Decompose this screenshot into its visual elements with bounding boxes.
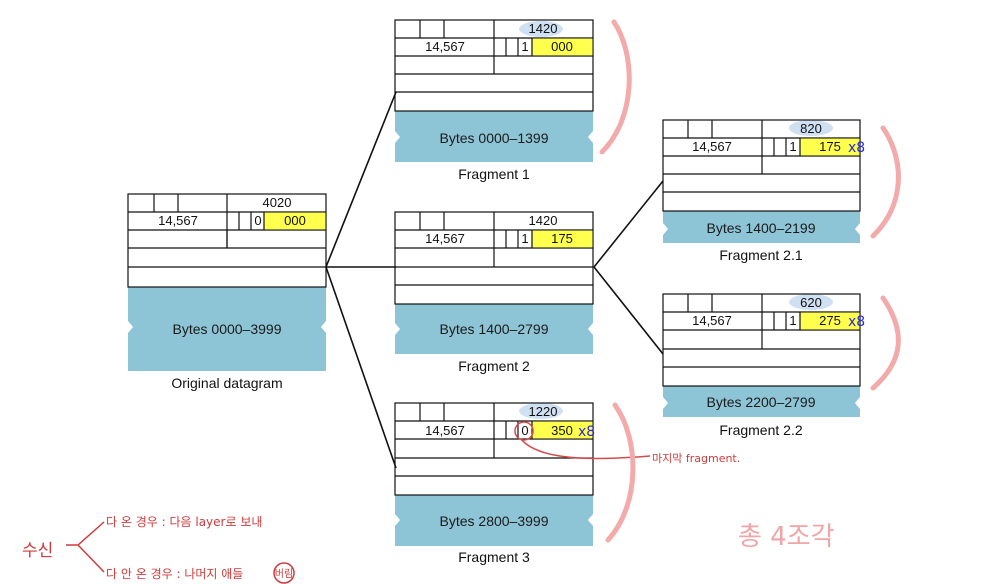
bytes-label: Bytes 2800–3999 bbox=[440, 513, 549, 529]
total-length-highlight bbox=[789, 294, 833, 310]
caption: Fragment 2.1 bbox=[719, 247, 802, 263]
fragment-offset: 175 bbox=[551, 231, 573, 246]
total-fragments-note: 총 4조각 bbox=[738, 522, 835, 552]
identification: 14,567 bbox=[425, 423, 465, 438]
connector-original-to-fragment-1 bbox=[325, 91, 397, 268]
payload-block bbox=[128, 287, 326, 371]
payload-block bbox=[663, 386, 860, 417]
mf-flag: 1 bbox=[789, 313, 796, 328]
multiply-annotation: x8 bbox=[578, 424, 595, 440]
payload-block bbox=[663, 211, 860, 243]
identification: 14,567 bbox=[692, 139, 732, 154]
fragment-offset: 175 bbox=[819, 139, 841, 154]
fragment-offset: 350 bbox=[551, 423, 573, 438]
receive-label: 수신 bbox=[22, 541, 53, 561]
payload-block bbox=[395, 111, 593, 162]
receive-case-incomplete-circled: 버림 bbox=[275, 568, 293, 580]
mf-flag: 1 bbox=[789, 139, 796, 154]
fragment-3: Bytes 2800–3999 1220 14,567 0 350 x8 Fra… bbox=[394, 402, 651, 565]
fragment-offset: 000 bbox=[284, 213, 306, 228]
original-datagram: Bytes 0000–3999 4020 14,567 0 000 Origin… bbox=[127, 193, 327, 391]
fragment-2: Bytes 1400–2799 1420 14,567 1 175 Fragme… bbox=[394, 211, 594, 374]
multiply-annotation: x8 bbox=[848, 140, 865, 156]
total-length-highlight bbox=[519, 403, 563, 419]
receive-case-incomplete: 다 안 온 경우 : 나머지 애들 bbox=[106, 567, 243, 581]
caption: Original datagram bbox=[171, 375, 282, 391]
connector-fragment-2-to-fragment-2-2 bbox=[593, 266, 664, 355]
bracket-mark bbox=[870, 295, 901, 391]
receive-brace bbox=[66, 521, 105, 573]
total-length: 1220 bbox=[529, 404, 558, 419]
total-length: 1420 bbox=[529, 21, 558, 36]
bracket-mark bbox=[599, 19, 632, 155]
offset-highlight bbox=[532, 38, 593, 56]
multiply-annotation: x8 bbox=[848, 314, 865, 330]
total-length: 1420 bbox=[529, 213, 558, 228]
bytes-label: Bytes 1400–2799 bbox=[440, 321, 549, 337]
mf-flag: 1 bbox=[521, 231, 528, 246]
caption: Fragment 1 bbox=[458, 166, 530, 182]
offset-highlight bbox=[800, 312, 860, 330]
bytes-label: Bytes 1400–2199 bbox=[707, 220, 816, 236]
offset-highlight bbox=[800, 138, 860, 156]
fragment-1: Bytes 0000–1399 1420 14,567 1 000 Fragme… bbox=[394, 19, 632, 182]
bracket-mark bbox=[870, 125, 901, 239]
caption: Fragment 2 bbox=[458, 358, 530, 374]
connector-lines bbox=[325, 91, 664, 469]
mf-flag: 0 bbox=[521, 423, 528, 438]
total-length: 820 bbox=[800, 121, 822, 136]
fragment-offset: 000 bbox=[551, 39, 573, 54]
identification: 14,567 bbox=[425, 39, 465, 54]
total-length-highlight bbox=[789, 120, 833, 136]
offset-highlight bbox=[264, 212, 326, 230]
total-length: 620 bbox=[800, 295, 822, 310]
payload-block bbox=[395, 495, 593, 546]
fragment-offset: 275 bbox=[819, 313, 841, 328]
discard-circle bbox=[273, 562, 295, 584]
identification: 14,567 bbox=[158, 213, 198, 228]
connector-original-to-fragment-3 bbox=[325, 266, 397, 469]
total-length-highlight bbox=[519, 21, 563, 37]
bytes-label: Bytes 0000–1399 bbox=[440, 130, 549, 146]
handwritten-notes: 마지막 fragment. 총 4조각 수신 다 온 경우 : 다음 layer… bbox=[22, 452, 835, 584]
total-length: 4020 bbox=[263, 195, 292, 210]
connector-fragment-2-to-fragment-2-1 bbox=[593, 180, 664, 268]
bytes-label: Bytes 0000–3999 bbox=[173, 321, 282, 337]
bytes-label: Bytes 2200–2799 bbox=[707, 394, 816, 410]
caption: Fragment 3 bbox=[458, 549, 530, 565]
last-fragment-note: 마지막 fragment. bbox=[652, 452, 740, 465]
receive-case-complete: 다 온 경우 : 다음 layer로 보내 bbox=[106, 515, 262, 529]
offset-highlight bbox=[532, 230, 593, 248]
payload-block bbox=[395, 304, 593, 354]
caption: Fragment 2.2 bbox=[719, 422, 802, 438]
identification: 14,567 bbox=[692, 313, 732, 328]
fragment-2-1: Bytes 1400–2199 820 14,567 1 175 x8 Frag… bbox=[662, 119, 901, 263]
mf-flag: 0 bbox=[254, 213, 261, 228]
fragment-2-2: Bytes 2200–2799 620 14,567 1 275 x8 Frag… bbox=[662, 293, 901, 438]
identification: 14,567 bbox=[425, 231, 465, 246]
offset-highlight bbox=[532, 421, 593, 439]
bracket-mark bbox=[605, 402, 636, 543]
mf-flag: 1 bbox=[521, 39, 528, 54]
mf-flag-circle bbox=[514, 421, 534, 441]
